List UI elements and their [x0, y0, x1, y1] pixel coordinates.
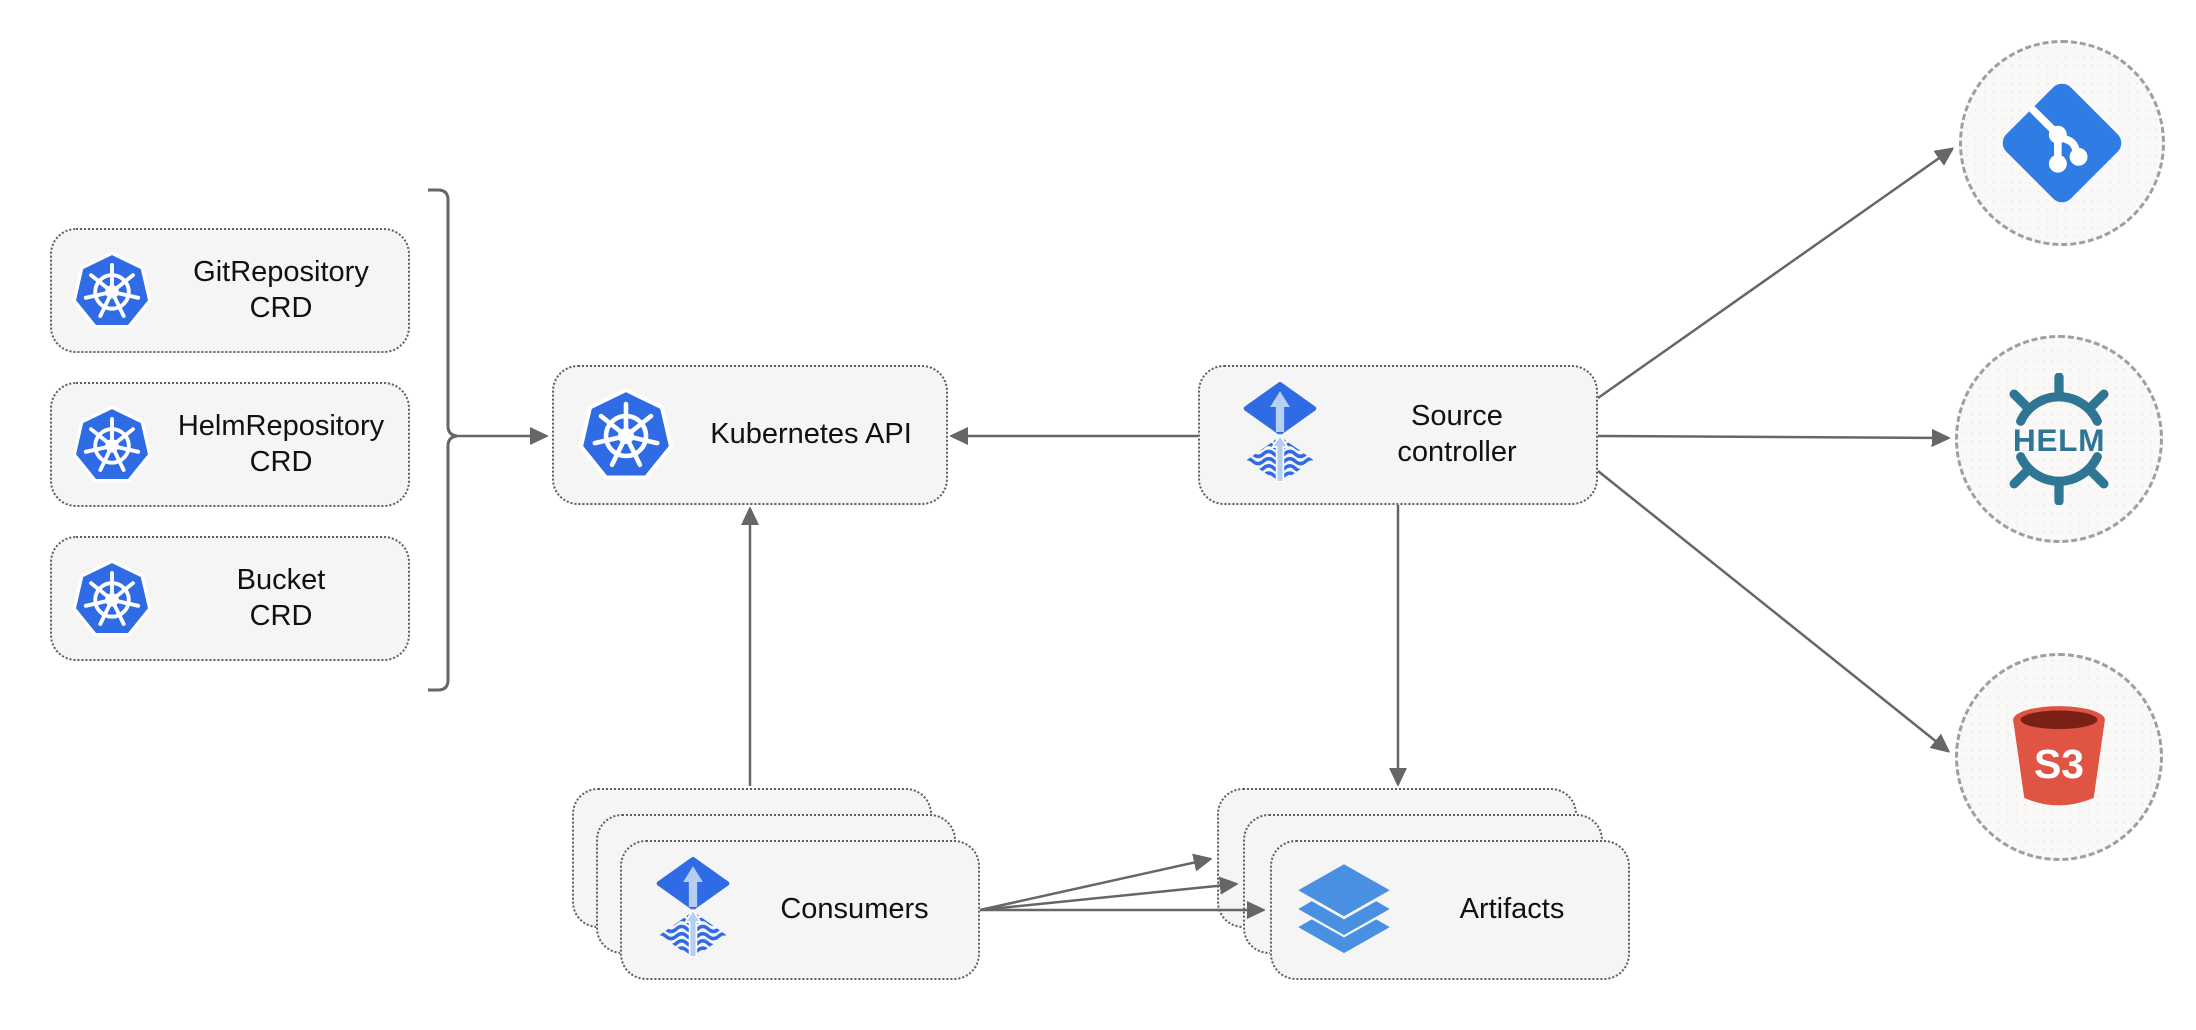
- git-icon: [1993, 74, 2131, 212]
- node-label: Kubernetes API: [710, 418, 912, 451]
- flux-icon: [655, 857, 731, 963]
- endpoint-s3-circle: S3: [1955, 653, 2163, 861]
- node-label-line1: GitRepository: [193, 255, 369, 288]
- node-label: HelmRepository CRD: [154, 409, 408, 481]
- node-label: Bucket CRD: [154, 563, 408, 635]
- node-label: GitRepository CRD: [154, 255, 408, 327]
- s3-bucket-icon: S3: [1997, 695, 2121, 819]
- node-label-line1: Source: [1411, 400, 1503, 433]
- node-label-line2: CRD: [249, 599, 313, 632]
- edge-consumers-to-artifacts-2: [979, 884, 1236, 912]
- layers-icon: [1292, 860, 1396, 960]
- node-label-line1: Bucket: [236, 563, 326, 596]
- node-label: Consumers: [780, 893, 929, 926]
- edge-source-controller-to-helm: [1597, 436, 1948, 438]
- node-label: Artifacts: [1459, 893, 1565, 926]
- helm-icon: HELM: [1993, 373, 2125, 505]
- kubernetes-icon: [576, 385, 676, 485]
- node-consumers: Consumers: [620, 840, 980, 980]
- node-helmrepository-crd: HelmRepository CRD: [50, 382, 410, 507]
- node-label-line2: CRD: [249, 445, 313, 478]
- crd-group-bracket: [428, 188, 458, 692]
- kubernetes-icon: [70, 249, 154, 333]
- node-label: Source controller: [1318, 399, 1596, 471]
- edge-source-controller-to-s3: [1597, 470, 1948, 751]
- node-source-controller: Source controller: [1198, 365, 1598, 505]
- kubernetes-icon: [70, 557, 154, 641]
- edge-source-controller-to-git: [1597, 149, 1952, 400]
- s3-logo-text: S3: [2034, 741, 2084, 787]
- node-gitrepository-crd: GitRepository CRD: [50, 228, 410, 353]
- node-label-line2: CRD: [249, 291, 313, 324]
- endpoint-git-circle: [1959, 40, 2165, 246]
- endpoint-helm-circle: HELM: [1955, 335, 2163, 543]
- edge-consumers-to-artifacts-1: [979, 859, 1210, 912]
- node-label-line1: HelmRepository: [177, 409, 385, 442]
- kubernetes-icon: [70, 403, 154, 487]
- node-label-line2: controller: [1397, 436, 1517, 468]
- helm-logo-text: HELM: [2013, 422, 2105, 458]
- flux-icon: [1242, 382, 1318, 488]
- node-kubernetes-api: Kubernetes API: [552, 365, 948, 505]
- node-bucket-crd: Bucket CRD: [50, 536, 410, 661]
- node-artifacts: Artifacts: [1270, 840, 1630, 980]
